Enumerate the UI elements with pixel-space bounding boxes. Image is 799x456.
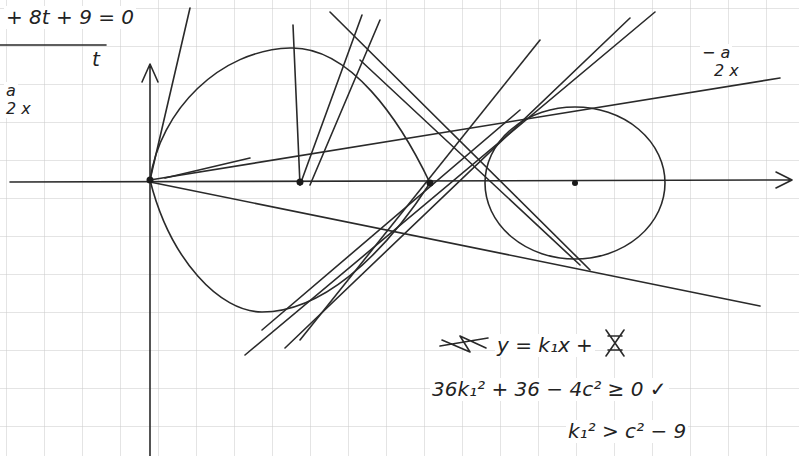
steep-line — [300, 15, 362, 185]
denominator: t — [90, 48, 102, 71]
tangent-line — [245, 12, 655, 355]
fraction-numerator: a — [4, 82, 18, 100]
x-axis — [10, 172, 792, 188]
fraction-denominator: 2 x — [712, 62, 741, 80]
y-axis — [142, 64, 158, 456]
inequality: 36k₁² + 36 − 4c² ≥ 0 ✓ — [430, 378, 669, 401]
point — [147, 177, 154, 184]
crossed-out-scribble — [606, 330, 624, 356]
tangent-line — [285, 18, 630, 348]
lower-line — [150, 182, 760, 306]
steep-line — [310, 20, 380, 185]
point — [572, 180, 578, 186]
equation: + 8t + 9 = 0 — [4, 6, 136, 29]
secant-line — [360, 60, 580, 265]
secant-line — [330, 12, 590, 270]
crossed-out-scribble — [440, 336, 488, 352]
fraction-bar — [0, 44, 106, 46]
short-stroke — [165, 158, 250, 178]
steep-line — [150, 8, 190, 180]
curve-loop — [150, 48, 430, 312]
vertical-line — [293, 25, 300, 185]
point — [427, 180, 434, 187]
line-equation: y = k₁x + — [495, 334, 595, 357]
fraction-denominator: 2 x — [4, 100, 33, 118]
asymptote-line — [150, 78, 780, 180]
point — [297, 179, 304, 186]
inequality: k₁² > c² − 9 — [566, 420, 688, 443]
tangent-line — [262, 110, 520, 330]
fraction-numerator: − a — [700, 44, 732, 62]
